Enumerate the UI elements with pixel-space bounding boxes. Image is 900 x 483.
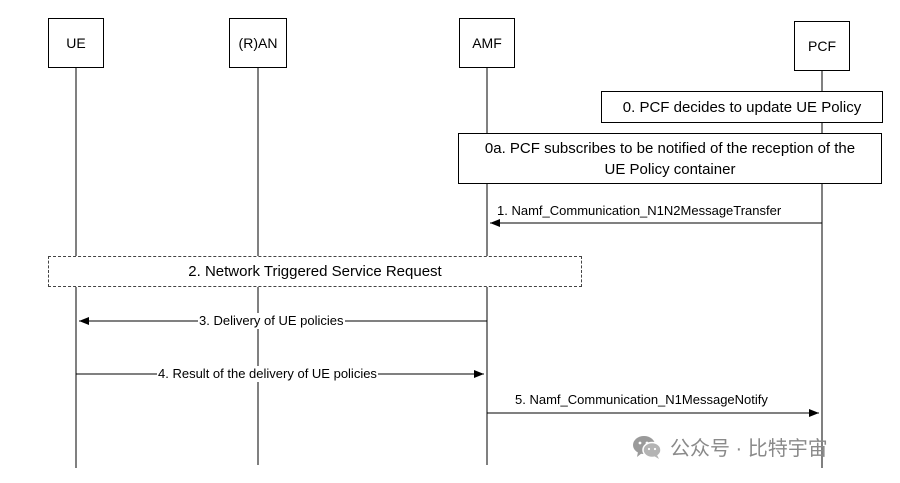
participant-pcf-label: PCF (808, 38, 836, 54)
note-step2: 2. Network Triggered Service Request (48, 256, 582, 287)
participant-ue: UE (48, 18, 104, 68)
participant-amf: AMF (459, 18, 515, 68)
watermark-text: 公众号 · 比特宇宙 (670, 438, 828, 460)
message-step5-label: 5. Namf_Communication_N1MessageNotify (514, 392, 769, 408)
message-step4-label: 4. Result of the delivery of UE policies (157, 366, 378, 382)
message-step1-label: 1. Namf_Communication_N1N2MessageTransfe… (496, 203, 783, 219)
note-step2-text: 2. Network Triggered Service Request (188, 263, 442, 280)
message-step3-label: 3. Delivery of UE policies (198, 313, 345, 329)
wechat-icon (633, 435, 662, 459)
note-step0-text: 0. PCF decides to update UE Policy (622, 98, 862, 116)
note-step0a: 0a. PCF subscribes to be notified of the… (458, 133, 882, 184)
participant-ran: (R)AN (229, 18, 287, 68)
participant-pcf: PCF (794, 21, 850, 71)
participant-ue-label: UE (66, 35, 86, 51)
watermark: 公众号 · 比特宇宙 (632, 432, 828, 461)
participant-ran-label: (R)AN (238, 35, 278, 51)
note-step0a-line1: 0a. PCF subscribes to be notified of the… (484, 139, 856, 157)
participant-amf-label: AMF (472, 35, 502, 51)
note-step0: 0. PCF decides to update UE Policy (601, 91, 883, 123)
note-step0a-line2: UE Policy container (604, 160, 736, 178)
